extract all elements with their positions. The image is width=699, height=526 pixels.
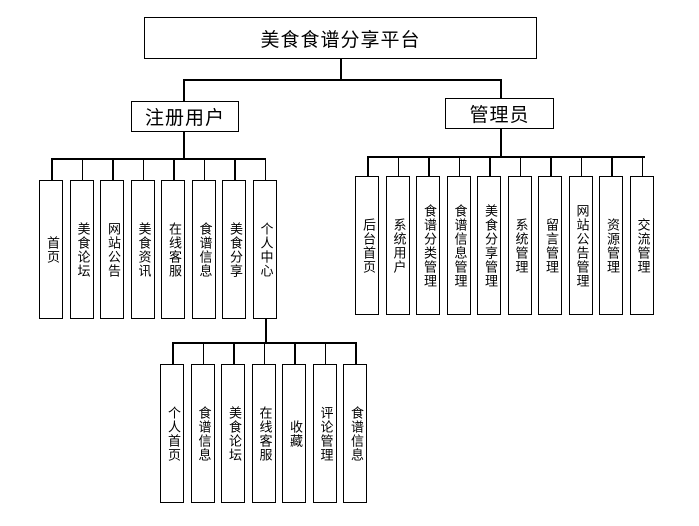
- connector: [500, 79, 502, 98]
- connector: [173, 158, 175, 180]
- user-function-node-8: 个人中心: [252, 180, 277, 319]
- connector: [51, 158, 53, 180]
- user-function-node-3: 网站公告: [100, 180, 124, 319]
- connector: [183, 79, 501, 81]
- connector: [183, 132, 185, 158]
- user-function-node-4: 美食资讯: [130, 180, 155, 319]
- admin-node: 管理员: [445, 98, 554, 129]
- personal-center-node-6: 评论管理: [312, 364, 337, 503]
- connector: [81, 158, 83, 180]
- admin-function-node-9: 资源管理: [599, 176, 623, 315]
- connector: [611, 156, 613, 176]
- user-function-node-2: 美食论坛: [69, 180, 94, 319]
- user-function-node-5: 在线客服: [161, 180, 185, 319]
- connector: [641, 156, 643, 176]
- connector: [294, 342, 296, 364]
- admin-function-node-4: 食谱信息管理: [446, 176, 471, 315]
- connector: [428, 156, 430, 176]
- personal-center-node-4: 在线客服: [251, 364, 276, 503]
- registered-user-node: 注册用户: [131, 101, 239, 132]
- connector: [202, 342, 204, 364]
- admin-function-node-6: 系统管理: [507, 176, 532, 315]
- connector: [263, 342, 265, 364]
- connector: [112, 158, 114, 180]
- connector: [458, 156, 460, 176]
- admin-function-node-7: 留言管理: [538, 176, 562, 315]
- connector: [265, 318, 267, 342]
- user-function-node-7: 美食分享: [222, 180, 246, 319]
- connector: [234, 158, 236, 180]
- personal-center-node-1: 个人首页: [160, 364, 184, 503]
- admin-function-node-8: 网站公告管理: [568, 176, 593, 315]
- connector: [324, 342, 326, 364]
- connector: [142, 158, 144, 180]
- personal-center-node-3: 美食论坛: [221, 364, 245, 503]
- connector: [203, 158, 205, 180]
- connector: [519, 156, 521, 176]
- connector: [233, 342, 235, 364]
- connector: [355, 342, 357, 364]
- admin-function-node-10: 交流管理: [629, 176, 654, 315]
- admin-function-node-2: 系统用户: [385, 176, 410, 315]
- connector: [52, 158, 266, 160]
- connector: [489, 156, 491, 176]
- admin-function-node-3: 食谱分类管理: [416, 176, 440, 315]
- personal-center-node-7: 食谱信息: [343, 364, 367, 503]
- connector: [264, 158, 266, 180]
- connector: [367, 156, 645, 158]
- personal-center-node-2: 食谱信息: [190, 364, 215, 503]
- connector: [172, 342, 174, 364]
- user-function-node-1: 首页: [39, 180, 63, 319]
- personal-center-node-5: 收藏: [282, 364, 306, 503]
- user-function-node-6: 食谱信息: [191, 180, 216, 319]
- connector: [500, 129, 502, 156]
- admin-function-node-1: 后台首页: [355, 176, 379, 315]
- admin-function-node-5: 美食分享管理: [477, 176, 501, 315]
- connector: [550, 156, 552, 176]
- connector: [580, 156, 582, 176]
- connector: [367, 156, 369, 176]
- connector: [340, 59, 342, 79]
- connector: [397, 156, 399, 176]
- connector: [183, 79, 185, 101]
- root-node: 美食食谱分享平台: [144, 17, 537, 59]
